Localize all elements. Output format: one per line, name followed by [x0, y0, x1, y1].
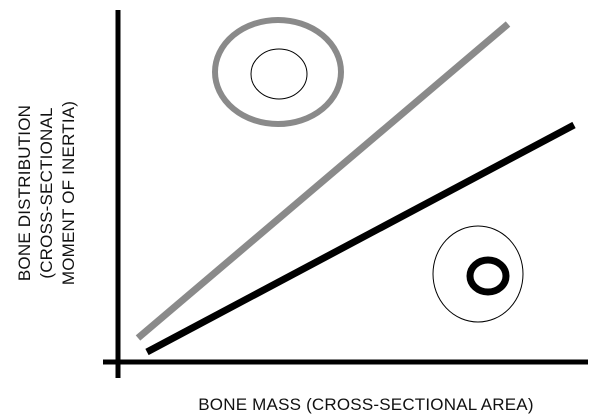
x-axis-label: BONE MASS (CROSS-SECTIONAL AREA) [198, 395, 533, 414]
outer-cortex-outline [432, 225, 524, 323]
y-axis-label: BONE DISTRIBUTION (CROSS-SECTIONAL MOMEN… [15, 101, 78, 285]
inner-cavity-outline [250, 48, 308, 100]
y-axis-label-line-1: BONE DISTRIBUTION [15, 105, 34, 281]
y-axis-label-line-2: (CROSS-SECTIONAL [37, 107, 56, 278]
black-inner-ring [466, 256, 510, 296]
gray-ring-cross-section [212, 17, 344, 127]
black-trend-line [145, 121, 576, 356]
gray-outer-ring [212, 17, 344, 127]
gray-trend-line [135, 21, 511, 341]
y-axis-label-line-3: MOMENT OF INERTIA) [59, 101, 78, 285]
black-ring-cross-section [432, 225, 524, 323]
